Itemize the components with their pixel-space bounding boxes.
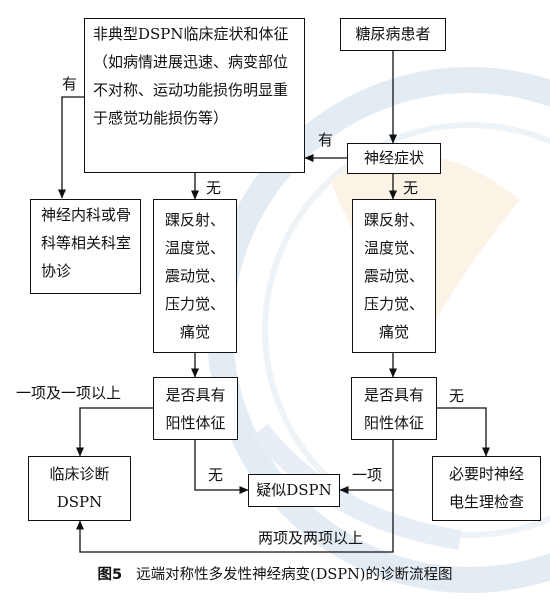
specialist-referral-box: 神经内科或骨科等相关科室协诊 (30, 199, 141, 294)
positive-signs-right-box: 是否具有阳性体征 (351, 377, 437, 440)
tests-right-box: 踝反射、温度觉、震动觉、压力觉、痛觉 (352, 199, 436, 353)
label-right-none: 无 (449, 387, 465, 405)
electrophysiology-box: 必要时神经电生理检查 (432, 456, 541, 521)
tests-left-box: 踝反射、温度觉、震动觉、压力觉、痛觉 (153, 199, 237, 353)
diabetic-patient-box: 糖尿病患者 (340, 18, 446, 51)
figure-number: 图5 (97, 567, 123, 583)
suspected-dspn-box: 疑似DSPN (248, 474, 340, 507)
neuro-symptom-box: 神经症状 (347, 143, 441, 174)
label-symptom-yes: 有 (318, 131, 334, 149)
atypical-symptoms-box: 非典型DSPN临床症状和体征（如病情进展迅速、病变部位不对称、运动功能损伤明显重… (84, 18, 305, 173)
positive-signs-left-box: 是否具有阳性体征 (153, 377, 238, 440)
label-right-one: 一项 (352, 466, 383, 484)
label-left-none: 无 (208, 466, 224, 484)
label-atypical-yes: 有 (62, 75, 78, 93)
label-two-or-more: 两项及两项以上 (258, 529, 364, 547)
label-atypical-no: 无 (206, 179, 222, 197)
label-symptom-no: 无 (403, 179, 419, 197)
label-one-or-more: 一项及一项以上 (16, 384, 122, 402)
clinical-diagnosis-box: 临床诊断DSPN (28, 456, 131, 521)
figure-title: 远端对称性多发性神经病变(DSPN)的诊断流程图 (136, 567, 453, 583)
figure-caption: 图5 远端对称性多发性神经病变(DSPN)的诊断流程图 (0, 565, 550, 585)
